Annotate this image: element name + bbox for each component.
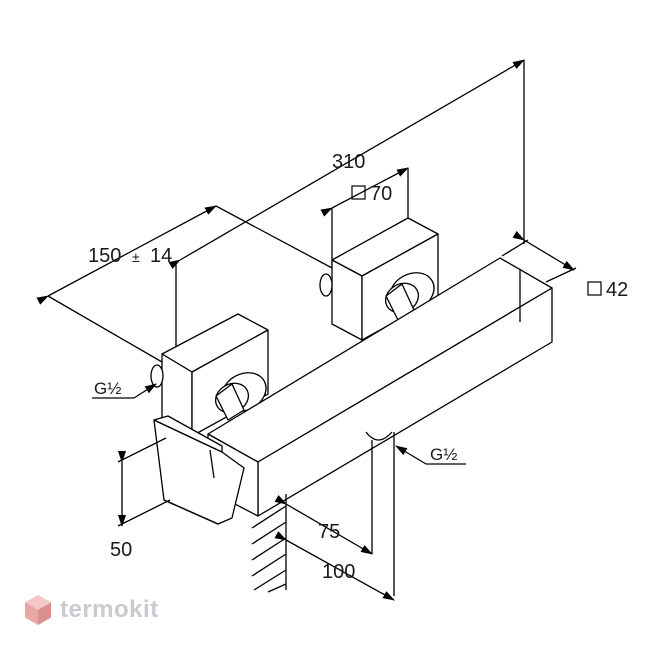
brand-name: termokit — [60, 596, 159, 623]
label-square-70: 70 — [351, 183, 392, 205]
label-thread-bottom: G½ — [430, 445, 457, 464]
dimension-100 — [274, 531, 395, 601]
brand-logo-icon — [25, 595, 51, 625]
square-symbol-icon — [587, 281, 602, 296]
thread-leader-bottom — [395, 445, 466, 465]
label-75: 75 — [318, 521, 340, 543]
label-thread-left: G½ — [94, 379, 121, 398]
brand-watermark: termokit — [24, 594, 159, 626]
label-310: 310 — [332, 151, 365, 173]
label-square-42: 42 — [587, 279, 628, 301]
label-50: 50 — [110, 539, 132, 561]
dimension-70 — [320, 167, 409, 266]
dimension-42 — [501, 230, 577, 283]
tolerance-sign: ± — [132, 249, 140, 265]
thread-leader-left — [92, 383, 157, 399]
bottom-outlet — [365, 431, 395, 596]
dimension-50 — [117, 437, 171, 527]
label-70: 70 — [370, 183, 392, 205]
square-symbol-icon — [351, 185, 366, 200]
label-150-tolerance: 150 ± 14 — [88, 245, 172, 267]
spout — [153, 415, 245, 525]
dimension-150 — [36, 205, 333, 363]
label-42: 42 — [606, 279, 628, 301]
label-150: 150 — [88, 245, 121, 267]
left-connection-nut — [214, 372, 267, 421]
label-14: 14 — [150, 245, 172, 267]
label-100: 100 — [322, 561, 355, 583]
